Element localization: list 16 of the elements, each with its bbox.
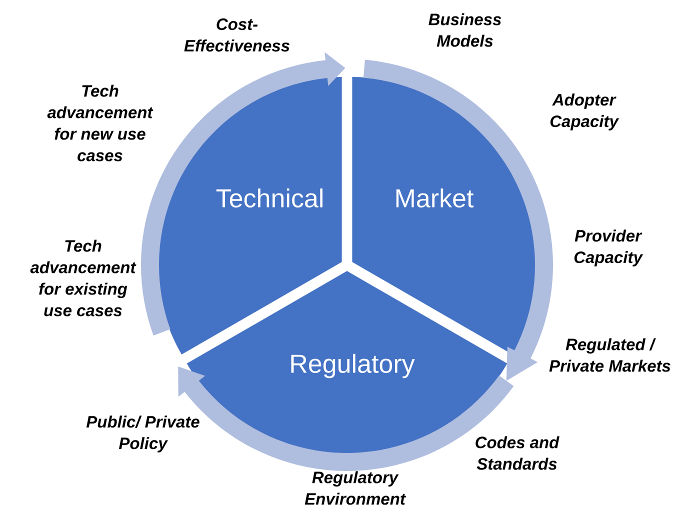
outer-label: Regulatory Environment — [304, 471, 406, 505]
outer-label: Tech advancement for existing use cases — [30, 240, 136, 316]
outer-label: Cost- Effectiveness — [184, 18, 290, 52]
pie-sector: Technical — [156, 77, 342, 354]
outer-label: Regulated / Private Markets — [549, 338, 670, 372]
outer-label: Business Models — [428, 13, 502, 47]
node-label: Regulatory — [291, 354, 415, 378]
curved-arrow — [363, 60, 553, 381]
node-label: Market — [396, 188, 474, 208]
curved-arrow — [141, 52, 346, 336]
pie-sector: Market — [352, 77, 538, 354]
node-label: Technical — [216, 188, 322, 208]
outer-label: Adopter Capacity — [550, 94, 620, 130]
outer-label: Tech advancement for new use cases — [47, 84, 154, 162]
curved-arrow — [178, 366, 514, 471]
outer-label: Provider Capacity — [574, 230, 644, 266]
